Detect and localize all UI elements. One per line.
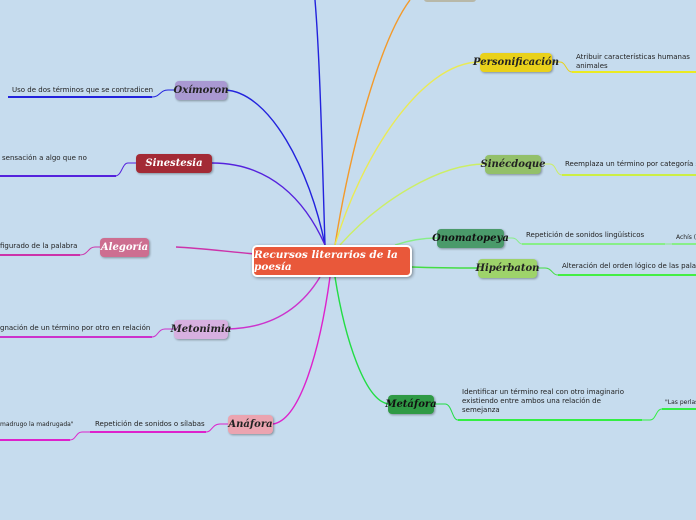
oximoron-definition: Uso de dos términos que se contradicen (12, 86, 154, 94)
link-oximoron (151, 89, 175, 98)
onomatopeya-definition: Repetición de sonidos lingüísticos (526, 231, 645, 239)
link-anafora-ex (69, 431, 90, 441)
link-hiperbaton (537, 267, 559, 276)
metafora-definition-2: existiendo entre ambos una relación de (462, 397, 601, 405)
node-oximoron[interactable]: Oxímoron (174, 81, 228, 100)
sinecdoque-definition: Reemplaza un término por categoría s (565, 160, 696, 168)
branch-oximoron (224, 89, 326, 246)
node-personificacion[interactable]: Personificación (473, 53, 559, 72)
link-personificacion (552, 61, 573, 73)
link-sinecdoque (541, 163, 563, 176)
branch-metonimia (227, 276, 321, 330)
central-topic[interactable]: Recursos literarios de la poesía (252, 245, 412, 277)
link-alegoria (79, 246, 100, 256)
branch-hiperbaton (411, 266, 479, 269)
partial-top-node[interactable] (424, 0, 476, 2)
branch-sinestesia (211, 162, 326, 246)
anafora-example: madrugo la madrugada" (0, 421, 74, 428)
branch-sinecdoque (339, 163, 486, 246)
node-hiperbaton[interactable]: Hipérbaton (476, 259, 539, 278)
personificacion-definition-1: Atribuir características humanas (576, 53, 690, 61)
sinestesia-definition: sensación a algo que no (2, 154, 87, 162)
node-sinestesia[interactable]: Sinestesia (136, 154, 212, 173)
branch-personificacion (334, 61, 481, 246)
link-anafora (205, 423, 228, 433)
personificacion-definition-2: animales (576, 62, 608, 70)
node-alegoria[interactable]: Alegoría (100, 238, 149, 257)
metonimia-definition: gnación de un término por otro en relaci… (0, 324, 151, 332)
branch-anafora (272, 276, 331, 425)
metafora-example: "Las perlas (665, 399, 696, 406)
link-metafora-ex (642, 408, 663, 421)
branch-metafora (334, 276, 389, 405)
node-metonimia[interactable]: Metonimia (171, 320, 231, 339)
node-anafora[interactable]: Anáfora (228, 415, 273, 434)
node-sinecdoque[interactable]: Sinécdoque (480, 155, 546, 174)
anafora-definition: Repetición de sonidos o sílabas (95, 420, 205, 428)
link-metafora (434, 403, 459, 421)
node-metafora[interactable]: Metáfora (385, 395, 437, 414)
metafora-definition-3: semejanza (462, 406, 500, 414)
alegoria-definition: figurado de la palabra (0, 242, 78, 250)
node-onomatopeya[interactable]: Onomatopeya (432, 229, 509, 248)
hiperbaton-definition: Alteración del orden lógico de las pala (562, 262, 696, 270)
branch-alegoria (175, 246, 256, 255)
link-metonimia (151, 328, 174, 338)
branch-onomatopeya (394, 237, 438, 246)
onomatopeya-example: Achís ( (676, 234, 696, 241)
metafora-definition-1: Identificar un término real con otro ima… (462, 388, 625, 396)
branch-top-blue (314, 0, 326, 246)
link-sinestesia (114, 162, 136, 177)
branch-top-orange (334, 0, 411, 246)
link-onomatopeya (504, 237, 523, 245)
